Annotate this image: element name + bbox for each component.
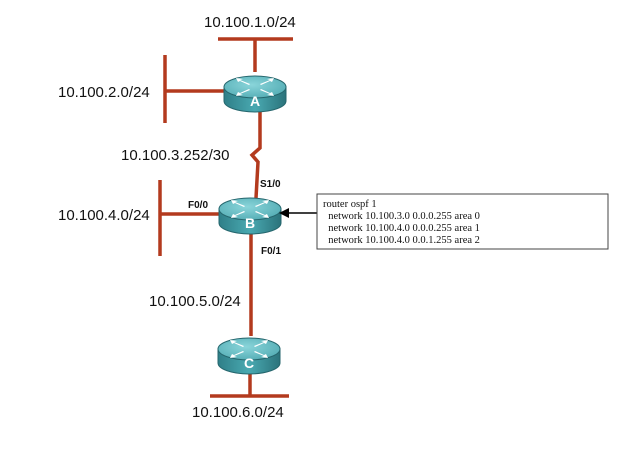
segment-10-100-1-0 [218, 37, 293, 72]
config-line: network 10.100.4.0 0.0.0.255 area 1 [323, 223, 480, 234]
router-c-label: C [244, 355, 254, 371]
ospf-config-box: router ospf 1 network 10.100.3.0 0.0.0.2… [316, 193, 609, 250]
network-label-10-100-4-0: 10.100.4.0/24 [58, 207, 150, 224]
router-b[interactable]: B [218, 197, 282, 235]
router-a[interactable]: A [223, 75, 287, 113]
network-label-10-100-2-0: 10.100.2.0/24 [58, 84, 150, 101]
config-line: router ospf 1 [323, 199, 377, 210]
serial-link-a-b [249, 112, 262, 199]
network-label-10-100-1-0: 10.100.1.0/24 [204, 14, 296, 31]
config-line: network 10.100.4.0 0.0.1.255 area 2 [323, 235, 480, 246]
segment-10-100-2-0 [163, 55, 224, 123]
config-line: network 10.100.3.0 0.0.0.255 area 0 [323, 211, 480, 222]
interface-label-f0-0: F0/0 [188, 200, 208, 211]
interface-label-s1-0: S1/0 [260, 179, 281, 190]
segment-10-100-6-0 [210, 372, 289, 398]
router-c[interactable]: C [217, 337, 281, 375]
interface-label-f0-1: F0/1 [261, 246, 281, 257]
router-b-label: B [245, 215, 255, 231]
network-label-10-100-6-0: 10.100.6.0/24 [192, 404, 284, 421]
pointer-arrow-icon [279, 208, 317, 218]
network-label-10-100-3-252: 10.100.3.252/30 [121, 147, 229, 164]
network-label-10-100-5-0: 10.100.5.0/24 [149, 293, 241, 310]
router-a-label: A [250, 93, 260, 109]
segment-10-100-4-0 [158, 180, 220, 256]
